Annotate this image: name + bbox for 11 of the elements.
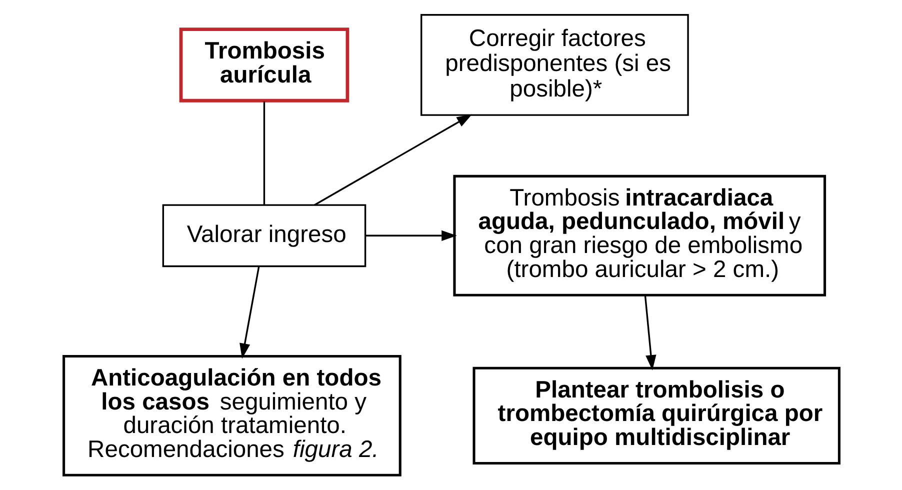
node-box: Corregir factores predisponentes (si es posible)*	[420, 14, 688, 116]
arrow	[314, 114, 472, 206]
arrow	[644, 295, 656, 370]
node-box: Trombosis aurícula	[178, 28, 349, 102]
node-box: Anticoagulación en todos los casos seguimiento y duración tratamiento. Recomendaciones figura 2.	[62, 354, 401, 476]
node-box: Valorar ingreso	[162, 204, 366, 268]
connector	[262, 101, 265, 205]
arrow	[239, 266, 260, 359]
node-box: Plantear trombolisis o trombectomía quirúrgica por equipo multidisciplinar	[472, 366, 840, 465]
arrow	[364, 230, 456, 242]
node-box: Trombosis intracardiaca aguda, pedunculado, móvil y con gran riesgo de embolismo (trombo auricular > 2 cm.)	[452, 174, 826, 296]
